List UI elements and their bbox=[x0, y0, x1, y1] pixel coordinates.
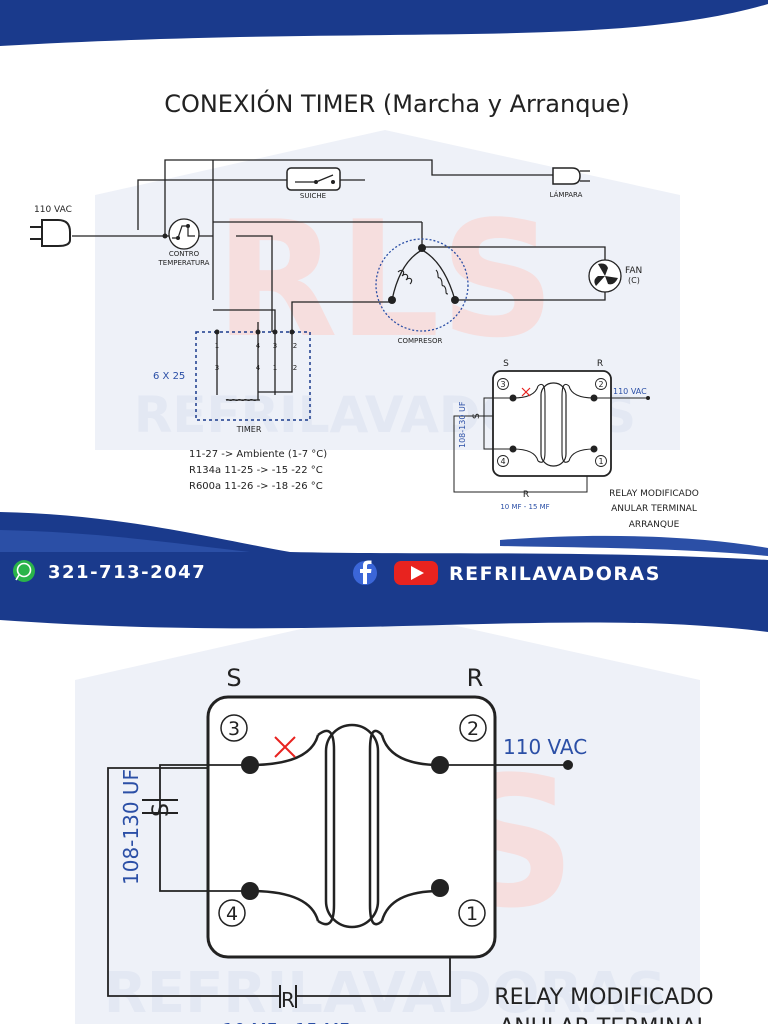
relay-small-term-3: 3 bbox=[500, 380, 505, 389]
relay-large-term-3: 3 bbox=[228, 718, 240, 740]
whatsapp-icon[interactable] bbox=[13, 560, 35, 582]
relay-small-cap-run: 10 MF - 15 MF bbox=[500, 503, 549, 511]
relay-large bbox=[107, 695, 573, 1008]
youtube-icon[interactable] bbox=[394, 561, 438, 585]
relay-small-caption-3: ARRANQUE bbox=[629, 520, 680, 530]
timer-pin-2: 2 bbox=[293, 342, 297, 350]
relay-large-supply: 110 VAC bbox=[503, 735, 587, 759]
thermostat-icon bbox=[162, 218, 200, 250]
relay-small-term-2: 2 bbox=[598, 380, 603, 389]
door-switch-icon bbox=[286, 167, 341, 191]
footer-brand[interactable]: REFRILAVADORAS bbox=[449, 563, 661, 585]
compressor-label: COMPRESOR bbox=[398, 337, 443, 345]
relay-large-cap-start-tag: S bbox=[149, 803, 174, 817]
relay-small-cap-start: 108-130 UF bbox=[458, 401, 467, 448]
top-wave bbox=[0, 0, 768, 46]
timer-pin-b1: 1 bbox=[273, 364, 277, 372]
fan-label-c: (C) bbox=[628, 276, 640, 285]
relay-small-cap-start-tag: S bbox=[472, 413, 482, 419]
fan-label: FAN bbox=[625, 266, 642, 276]
relay-large-caption-1: RELAY MODIFICADO bbox=[494, 985, 713, 1010]
relay-small-term-1: 1 bbox=[598, 457, 603, 466]
relay-small-s: S bbox=[503, 359, 509, 369]
relay-small-r: R bbox=[597, 359, 603, 369]
page-title: CONEXIÓN TIMER (Marcha y Arranque) bbox=[164, 88, 630, 118]
lamp-icon bbox=[552, 167, 590, 185]
timer-pin-b4: 4 bbox=[256, 364, 261, 372]
note-ambient: 11-27 -> Ambiente (1-7 °C) bbox=[189, 449, 327, 460]
main-wiring bbox=[72, 159, 606, 401]
watermark-brand-bottom: REFRILAVADORAS bbox=[104, 961, 667, 1024]
relay-large-caption-2: ANULAR TERMINAL bbox=[499, 1015, 709, 1024]
timer-pin-b3: 3 bbox=[215, 364, 219, 372]
relay-large-s: S bbox=[226, 664, 241, 692]
timer-box bbox=[195, 329, 311, 421]
timer-label: TIMER bbox=[236, 425, 262, 434]
timer-pin-b2: 2 bbox=[293, 364, 297, 372]
timer-pin-3: 3 bbox=[273, 342, 277, 350]
relay-large-term-2: 2 bbox=[467, 718, 479, 740]
fan-icon bbox=[588, 259, 622, 293]
relay-large-term-1: 1 bbox=[466, 903, 478, 925]
timer-size-label: 6 X 25 bbox=[153, 371, 185, 382]
timer-pin-1: 1 bbox=[215, 342, 219, 350]
facebook-icon[interactable] bbox=[353, 560, 377, 586]
control-label-2: TEMPERATURA bbox=[158, 259, 210, 267]
supply-label: 110 VAC bbox=[34, 205, 72, 215]
switch-label: SUICHE bbox=[300, 192, 326, 200]
note-r134a: R134a 11-25 -> -15 -22 °C bbox=[189, 465, 323, 476]
lamp-label: LÁMPARA bbox=[550, 190, 583, 199]
relay-large-term-4: 4 bbox=[226, 903, 238, 925]
relay-small-caption-1: RELAY MODIFICADO bbox=[609, 489, 699, 499]
watermark-logo: RLS bbox=[215, 186, 555, 373]
footer-phone[interactable]: 321-713-2047 bbox=[48, 562, 206, 583]
plug-icon bbox=[30, 219, 71, 247]
relay-small-cap-run-tag: R bbox=[523, 490, 529, 500]
note-r600a: R600a 11-26 -> -18 -26 °C bbox=[189, 481, 323, 492]
relay-small-caption-2: ANULAR TERMINAL bbox=[611, 504, 697, 514]
control-label-1: CONTRO bbox=[169, 250, 200, 258]
timer-pin-4: 4 bbox=[256, 342, 261, 350]
relay-large-cap-start: 108-130 UF bbox=[119, 769, 143, 885]
relay-small-term-4: 4 bbox=[500, 457, 505, 466]
relay-large-cap-run: 10 MF - 15 MF bbox=[223, 1020, 350, 1024]
relay-small bbox=[453, 370, 650, 493]
relay-large-r: R bbox=[467, 664, 484, 692]
relay-large-cap-run-tag: R bbox=[281, 988, 295, 1012]
footer-band bbox=[0, 512, 768, 592]
bottom-top-wave bbox=[0, 592, 768, 632]
compressor-icon bbox=[375, 238, 469, 332]
relay-small-supply: 110 VAC bbox=[613, 387, 647, 396]
